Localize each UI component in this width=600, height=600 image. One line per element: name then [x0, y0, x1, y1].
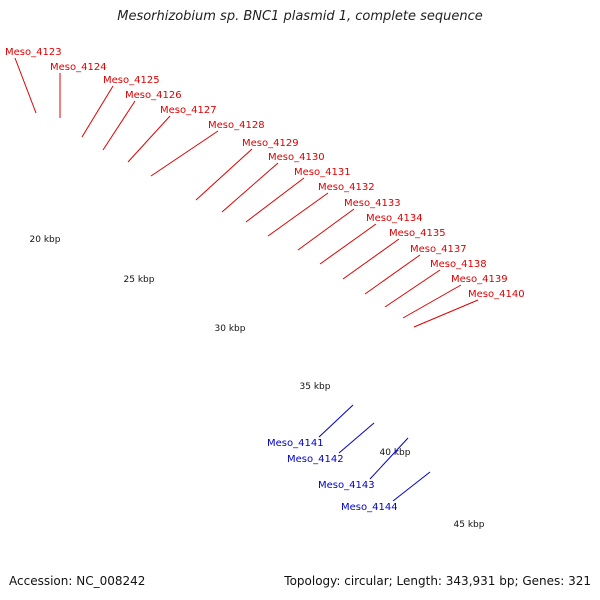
gene-leader-line: [369, 437, 409, 480]
gene-leader-line: [297, 208, 355, 251]
gene-leader-line: [319, 223, 377, 265]
gene-leader-line: [245, 177, 305, 223]
gene-leader-line: [102, 100, 136, 151]
gene-leader-line: [384, 269, 441, 308]
gene-label: Meso_4125: [103, 75, 160, 86]
gene-leader-line: [127, 115, 171, 163]
gene-leader-line: [338, 422, 375, 454]
gene-label: Meso_4126: [125, 90, 182, 101]
gene-label: Meso_4140: [468, 289, 525, 300]
gene-leader-line: [413, 299, 479, 328]
scale-label: 20 kbp: [30, 235, 61, 245]
gene-label: Meso_4141: [267, 438, 324, 449]
scale-label: 30 kbp: [215, 324, 246, 334]
gene-label: Meso_4133: [344, 198, 401, 209]
gene-label: Meso_4123: [5, 47, 62, 58]
gene-label: Meso_4128: [208, 120, 265, 131]
gene-leader-line: [267, 192, 329, 237]
gene-label: Meso_4130: [268, 152, 325, 163]
scale-label: 45 kbp: [454, 520, 485, 530]
gene-label: Meso_4139: [451, 274, 508, 285]
gene-label: Meso_4134: [366, 213, 423, 224]
gene-leader-line: [150, 130, 219, 177]
gene-label: Meso_4127: [160, 105, 217, 116]
gene-label: Meso_4137: [410, 244, 467, 255]
gene-label: Meso_4129: [242, 138, 299, 149]
gene-leader-line: [81, 85, 114, 138]
scale-label: 25 kbp: [124, 275, 155, 285]
map-title: Mesorhizobium sp. BNC1 plasmid 1, comple…: [117, 9, 483, 24]
gene-leader-line: [14, 57, 37, 114]
gene-label: Meso_4142: [287, 454, 344, 465]
gene-leader-line: [392, 471, 431, 502]
gene-leader-line: [195, 148, 253, 201]
gene-label: Meso_4124: [50, 62, 107, 73]
gene-leader-line: [402, 284, 462, 319]
topology-text: Topology: circular; Length: 343,931 bp; …: [284, 574, 591, 588]
gene-leader-line: [342, 238, 400, 280]
gene-label: Meso_4138: [430, 259, 487, 270]
accession-text: Accession: NC_008242: [9, 574, 146, 588]
gene-label: Meso_4132: [318, 182, 375, 193]
gene-label: Meso_4144: [341, 502, 398, 513]
gene-leader-line: [221, 162, 279, 213]
gene-label: Meso_4135: [389, 228, 446, 239]
gene-label: Meso_4131: [294, 167, 351, 178]
scale-label: 40 kbp: [380, 448, 411, 458]
scale-label: 35 kbp: [300, 382, 331, 392]
gene-leader-line: [364, 254, 421, 295]
gene-leader-line: [318, 404, 354, 438]
gene-label: Meso_4143: [318, 480, 375, 491]
